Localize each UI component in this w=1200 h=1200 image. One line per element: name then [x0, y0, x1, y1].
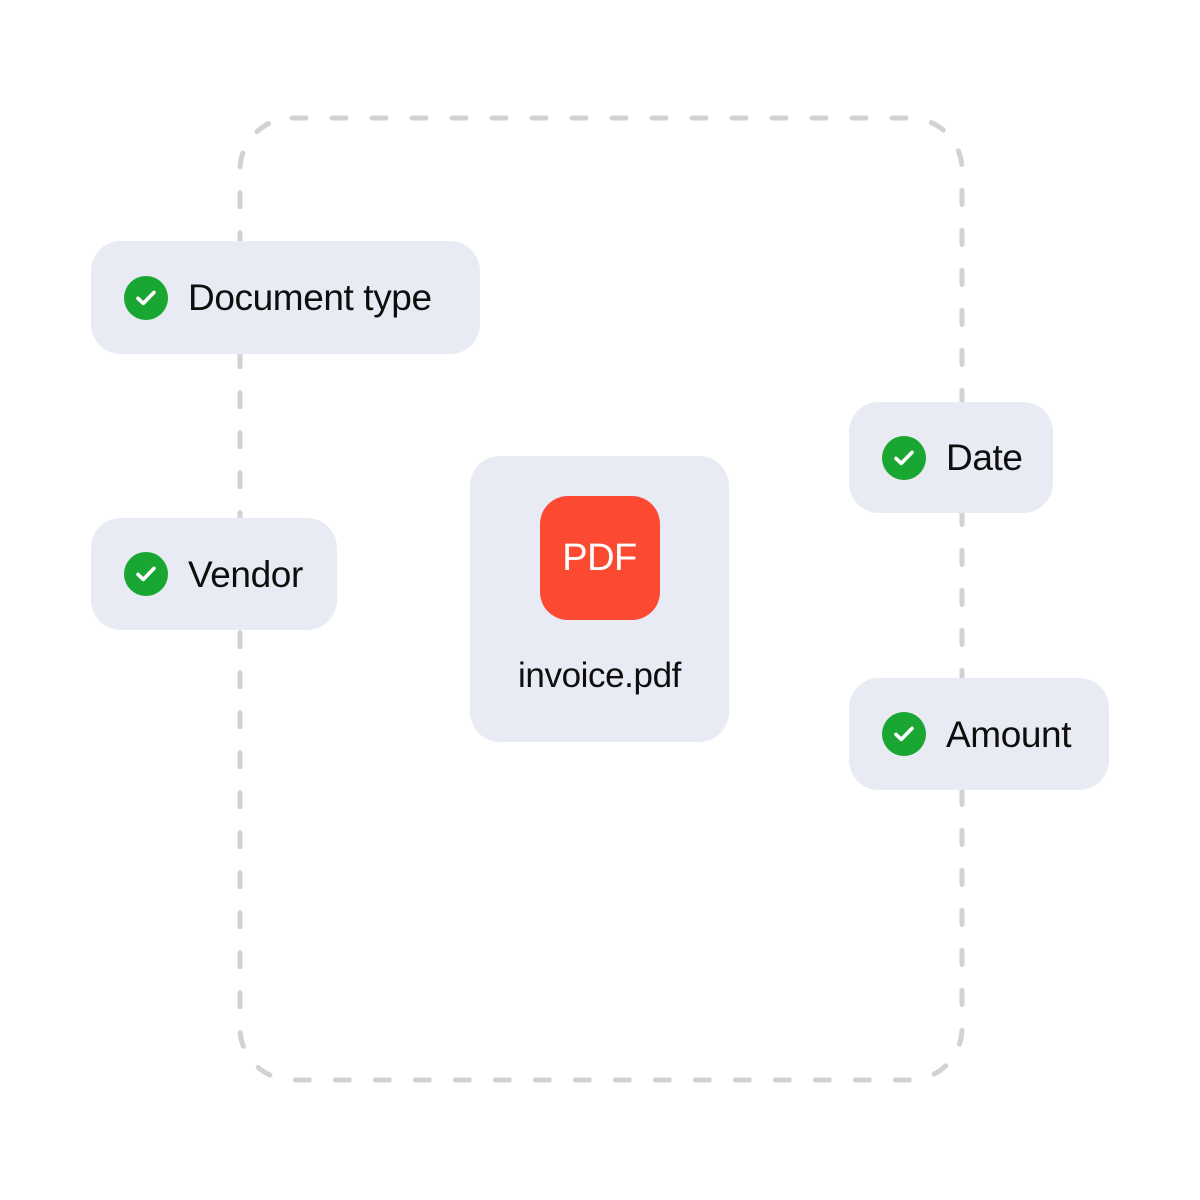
field-label-date: Date — [946, 437, 1023, 478]
pdf-file-icon: PDF — [539, 496, 660, 620]
field-label-document-type: Document type — [188, 277, 432, 318]
field-badge-date[interactable]: Date — [849, 402, 1053, 513]
pdf-icon-label: PDF — [562, 537, 637, 579]
check-circle-icon — [882, 435, 926, 480]
field-badge-document-type[interactable]: Document type — [91, 241, 480, 354]
file-card[interactable]: PDF invoice.pdf — [470, 456, 729, 742]
check-circle-icon — [124, 275, 168, 320]
field-label-vendor: Vendor — [188, 553, 303, 595]
check-circle-icon — [124, 552, 168, 596]
field-label-amount: Amount — [946, 713, 1072, 755]
check-circle-icon — [882, 712, 926, 756]
field-badge-vendor[interactable]: Vendor — [91, 518, 337, 630]
field-badge-amount[interactable]: Amount — [849, 678, 1109, 790]
file-name-label: invoice.pdf — [518, 656, 681, 695]
